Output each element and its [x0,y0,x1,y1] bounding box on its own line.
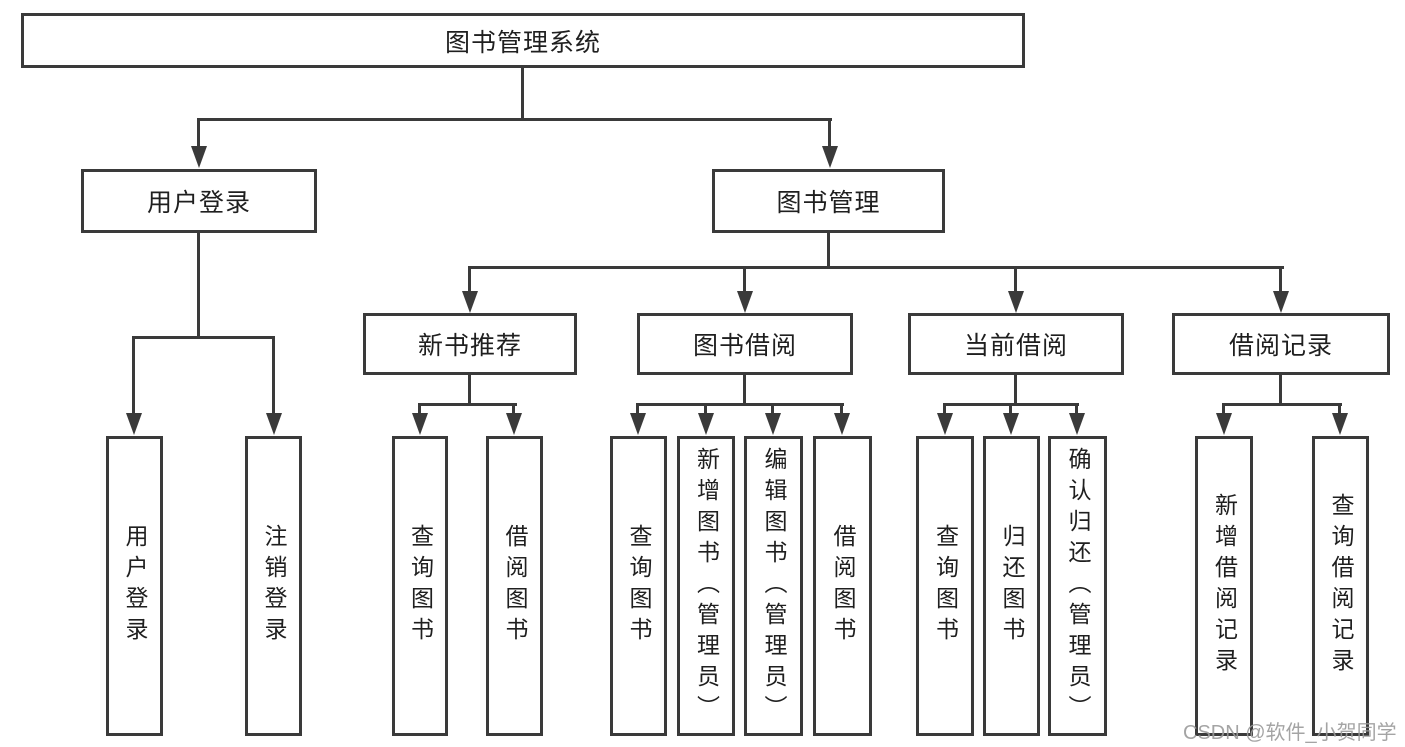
connector-line [943,403,1079,406]
arrow-down-icon [412,413,428,435]
leaf-newbook-borrow-books-label: 借阅图书 [502,524,528,648]
connector-line [1222,405,1225,416]
leaf-logout: 注销登录 [245,436,302,736]
leaf-current-confirm-return-admin: 确认归还（管理员） [1048,436,1107,736]
leaf-borrow-add-book-admin-label: 新增图书（管理员） [693,446,720,726]
connector-line [1222,403,1342,406]
arrow-down-icon [698,413,714,435]
node-book-borrow-label: 图书借阅 [692,332,797,360]
connector-line [840,405,843,416]
connector-line [1014,268,1017,293]
arrow-down-icon [506,413,522,435]
node-book-management: 图书管理 [712,169,945,233]
leaf-current-query-books-label: 查询图书 [932,524,959,648]
node-current-borrow-label: 当前借阅 [963,332,1068,360]
leaf-borrow-query-books-label: 查询图书 [626,524,652,648]
leaf-user-login: 用户登录 [106,436,163,736]
connector-line [197,118,832,121]
connector-line [418,405,421,416]
node-borrow-records: 借阅记录 [1172,313,1390,375]
connector-line [636,403,844,406]
csdn-watermark: CSDN @软件_小贺同学 [1183,722,1397,744]
leaf-records-add-record-label: 新增借阅记录 [1211,493,1238,679]
connector-line [197,120,200,148]
arrow-down-icon [1008,291,1024,313]
arrow-down-icon [1069,413,1085,435]
arrow-down-icon [1273,291,1289,313]
connector-line [512,405,515,416]
connector-line [828,120,831,148]
leaf-logout-label: 注销登录 [261,524,287,648]
connector-line [272,338,275,416]
arrow-down-icon [937,413,953,435]
arrow-down-icon [737,291,753,313]
connector-line [743,375,746,405]
connector-line [1338,405,1341,416]
arrow-down-icon [191,146,207,168]
leaf-current-query-books: 查询图书 [916,436,974,736]
leaf-records-query-record: 查询借阅记录 [1312,436,1369,736]
connector-line [771,405,774,416]
node-new-book-recommend: 新书推荐 [363,313,577,375]
arrow-down-icon [1003,413,1019,435]
connector-line [1075,405,1078,416]
arrow-down-icon [1332,413,1348,435]
leaf-borrow-borrow-books: 借阅图书 [813,436,872,736]
arrow-down-icon [266,413,282,435]
connector-line [468,375,471,405]
leaf-current-confirm-return-admin-label: 确认归还（管理员） [1065,446,1091,726]
connector-line [636,405,639,416]
leaf-newbook-query-books: 查询图书 [392,436,448,736]
node-user-login: 用户登录 [81,169,317,233]
connector-line [743,268,746,293]
node-root-label: 图书管理系统 [444,28,601,57]
leaf-records-query-record-label: 查询借阅记录 [1328,493,1354,679]
leaf-current-return-books: 归还图书 [983,436,1040,736]
leaf-newbook-query-books-label: 查询图书 [407,524,434,648]
connector-line [1279,268,1282,293]
connector-line [132,338,135,416]
connector-line [521,68,524,120]
arrow-down-icon [1216,413,1232,435]
connector-line [943,405,946,416]
leaf-current-return-books-label: 归还图书 [999,524,1025,648]
leaf-borrow-edit-book-admin: 编辑图书（管理员） [744,436,803,736]
leaf-borrow-query-books: 查询图书 [610,436,667,736]
leaf-records-add-record: 新增借阅记录 [1195,436,1253,736]
node-borrow-records-label: 借阅记录 [1228,332,1333,360]
connector-line [468,268,471,293]
arrow-down-icon [765,413,781,435]
arrow-down-icon [630,413,646,435]
connector-line [197,233,200,338]
connector-line [418,403,517,406]
leaf-borrow-edit-book-admin-label: 编辑图书（管理员） [761,446,787,726]
node-current-borrow: 当前借阅 [908,313,1124,375]
connector-line [468,266,1284,269]
connector-line [1009,405,1012,416]
arrow-down-icon [834,413,850,435]
connector-line [704,405,707,416]
leaf-newbook-borrow-books: 借阅图书 [486,436,543,736]
node-book-management-label: 图书管理 [776,189,881,217]
connector-line [1014,375,1017,405]
arrow-down-icon [126,413,142,435]
leaf-borrow-borrow-books-label: 借阅图书 [830,524,856,648]
node-user-login-label: 用户登录 [146,189,251,217]
node-root: 图书管理系统 [21,13,1025,68]
connector-line [132,336,275,339]
connector-line [1279,375,1282,405]
arrow-down-icon [462,291,478,313]
node-new-book-recommend-label: 新书推荐 [417,332,522,360]
leaf-user-login-label: 用户登录 [122,524,148,648]
connector-line [827,233,830,268]
node-book-borrow: 图书借阅 [637,313,853,375]
leaf-borrow-add-book-admin: 新增图书（管理员） [677,436,735,736]
arrow-down-icon [822,146,838,168]
